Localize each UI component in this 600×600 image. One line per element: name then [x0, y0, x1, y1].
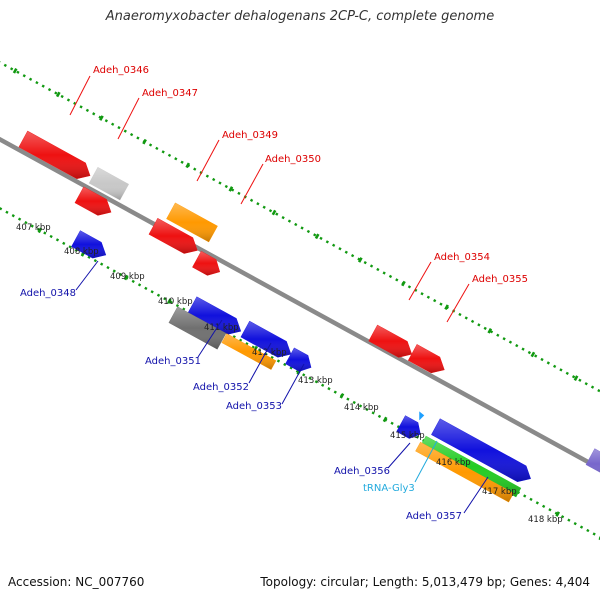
gene-label-adeh-0352[interactable]: Adeh_0352 — [193, 382, 249, 393]
gene-arrow-adeh-0347b — [74, 186, 112, 216]
tick-label-413-kbp: 413 kbp — [298, 376, 333, 386]
gene-label-adeh-0357[interactable]: Adeh_0357 — [406, 511, 462, 522]
gene-arrow-adeh-0355 — [407, 344, 445, 374]
tick-label-408-kbp: 408 kbp — [64, 247, 99, 257]
outer-dotted-ring — [0, 60, 600, 393]
gene-arrow-adeh-0352 — [240, 320, 292, 358]
gene-label-adeh-0347[interactable]: Adeh_0347 — [142, 88, 198, 99]
gene-arrow-adeh-0353 — [285, 347, 312, 372]
gene-arrow-adeh-0348 — [71, 230, 107, 259]
gene-label-adeh-0348[interactable]: Adeh_0348 — [20, 288, 76, 299]
tick-label-409-kbp: 409 kbp — [110, 272, 145, 282]
gene-box-adeh-0349 — [166, 202, 218, 243]
tick-label-418-kbp: 418 kbp — [528, 515, 563, 525]
tick-label-410-kbp: 410 kbp — [158, 297, 193, 307]
genome-map: 407 kbp 408 kbp 409 kbp 410 kbp 411 kbp 412 k… — [0, 60, 600, 541]
genome-backbone — [0, 136, 600, 472]
gene-arrow-adeh-0357 — [431, 418, 531, 483]
tick-label-411-kbp: 411 kbp — [204, 323, 239, 333]
gene-arrow-adeh-0356 — [396, 415, 421, 439]
tick-label-417-kbp: 417 kbp — [482, 487, 517, 497]
gene-label-adeh-0350[interactable]: Adeh_0350 — [265, 154, 321, 165]
gene-box-adeh-0351 — [168, 306, 227, 350]
gene-label-adeh-0353[interactable]: Adeh_0353 — [226, 401, 282, 412]
tick-label-412-kbp: 412 kbp — [252, 348, 287, 358]
callout-lines — [69, 75, 489, 514]
gene-label-adeh-0349[interactable]: Adeh_0349 — [222, 130, 278, 141]
trna-marker — [419, 411, 425, 421]
gene-arrow-adeh-0354 — [368, 324, 413, 358]
gene-arrow-adeh-0351 — [187, 296, 242, 335]
gene-label-adeh-0351[interactable]: Adeh_0351 — [145, 356, 201, 367]
gene-label-adeh-0356[interactable]: Adeh_0356 — [334, 466, 390, 477]
gene-features — [18, 130, 600, 503]
gene-labels: Adeh_0346 Adeh_0347 Adeh_0349 Adeh_0350 … — [20, 65, 528, 522]
gene-arrow-adeh-0346 — [18, 130, 91, 180]
tick-label-414-kbp: 414 kbp — [344, 403, 379, 413]
tick-label-416-kbp: 416 kbp — [436, 458, 471, 468]
gene-box-edge-right — [585, 448, 600, 473]
scale-ticks: 407 kbp 408 kbp 409 kbp 410 kbp 411 kbp 412 k… — [16, 223, 563, 525]
tick-label-415-kbp: 415 kbp — [390, 431, 425, 441]
tick-label-407-kbp: 407 kbp — [16, 223, 51, 233]
gene-box-adeh-0347 — [88, 166, 129, 201]
genome-summary-text: Topology: circular; Length: 5,013,479 bp… — [260, 575, 590, 589]
gene-arrow-adeh-0350 — [148, 218, 198, 254]
gene-label-adeh-0354[interactable]: Adeh_0354 — [434, 252, 490, 263]
gene-label-trna-gly3[interactable]: tRNA-Gly3 — [363, 483, 415, 494]
gene-label-adeh-0355[interactable]: Adeh_0355 — [472, 274, 528, 285]
gene-arrow-adeh-0350b — [192, 250, 221, 276]
gene-box-adeh-0357 — [415, 441, 514, 503]
page-title: Anaeromyxobacter dehalogenans 2CP-C, com… — [105, 9, 495, 24]
gene-box-trna — [420, 435, 522, 498]
gene-label-adeh-0346[interactable]: Adeh_0346 — [93, 65, 149, 76]
accession-text: Accession: NC_007760 — [8, 575, 145, 589]
gene-box-adeh-0352 — [221, 333, 277, 370]
